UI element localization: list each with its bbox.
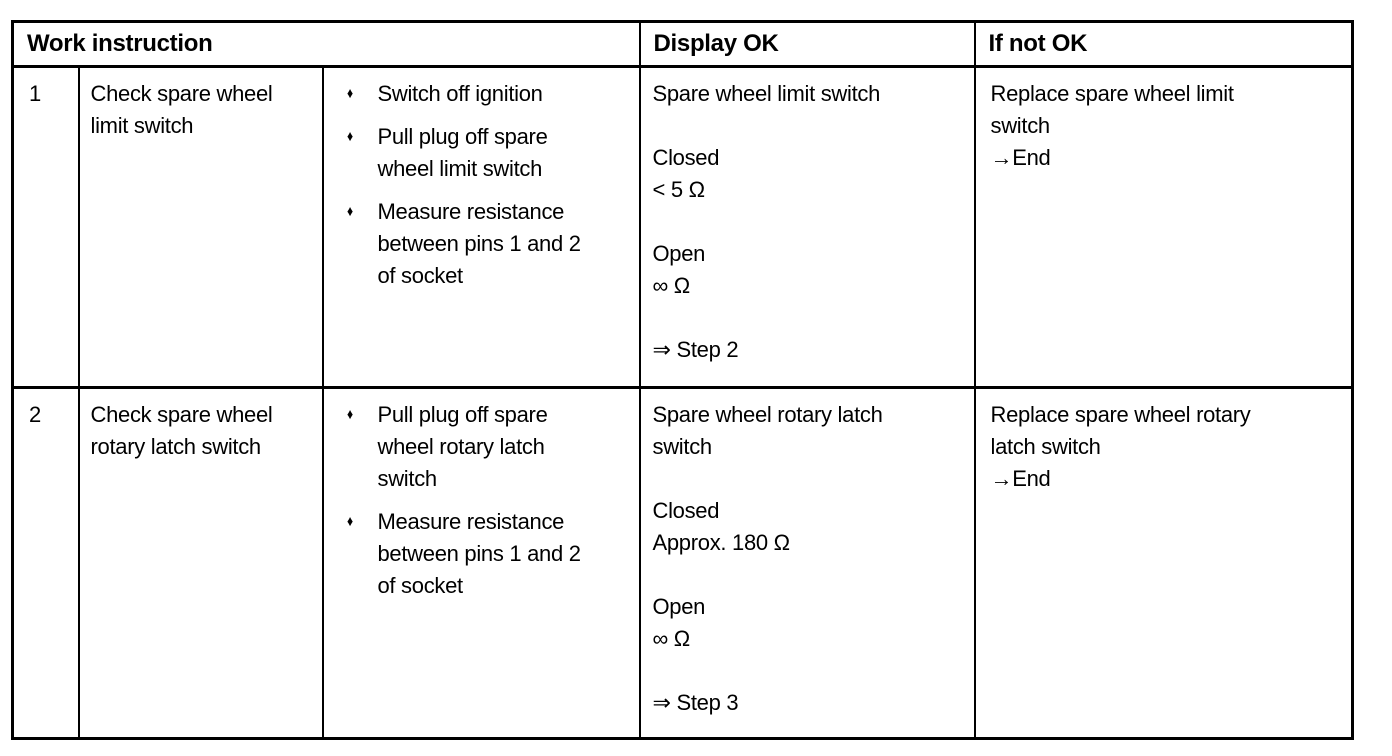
work-steps-cell: ♦ Switch off ignition ♦ Pull plug off sp… xyxy=(321,65,641,389)
table-row-step-2: 2 Check spare wheel rotary latch switch … xyxy=(11,386,1354,740)
step-item: ♦ Measure resistance between pins 1 and … xyxy=(325,196,631,292)
table-row-step-1: 1 Check spare wheel limit switch ♦ Switc… xyxy=(11,65,1354,389)
if-not-ok-cell: Replace spare wheel rotary latch switch … xyxy=(973,386,1354,740)
work-steps-cell: ♦ Pull plug off spare wheel rotary latch… xyxy=(321,386,641,740)
step-text: Pull plug off spare wheel rotary latch s… xyxy=(377,402,548,491)
header-work-instruction: Work instruction xyxy=(11,20,641,68)
bullet-diamond-icon: ♦ xyxy=(346,406,353,423)
step-item: ♦ Pull plug off spare wheel limit switch xyxy=(325,121,631,185)
task-description: Check spare wheel limit switch xyxy=(77,65,324,389)
step-number: 1 xyxy=(11,65,80,389)
if-not-ok-cell: Replace spare wheel limit switch →End xyxy=(973,65,1354,389)
step-text: Switch off ignition xyxy=(377,81,543,106)
step-text: Pull plug off spare wheel limit switch xyxy=(377,124,548,181)
table-header-row: Work instruction Display OK If not OK xyxy=(11,20,1354,68)
step-number: 2 xyxy=(11,386,80,740)
step-item: ♦ Measure resistance between pins 1 and … xyxy=(325,506,631,602)
bullet-diamond-icon: ♦ xyxy=(346,85,353,102)
step-item: ♦ Pull plug off spare wheel rotary latch… xyxy=(325,399,631,495)
step-text: Measure resistance between pins 1 and 2 … xyxy=(377,509,581,598)
work-instruction-table: Work instruction Display OK If not OK 1 … xyxy=(11,20,1354,740)
bullet-diamond-icon: ♦ xyxy=(346,203,353,220)
header-if-not-ok: If not OK xyxy=(973,20,1354,68)
step-item: ♦ Switch off ignition xyxy=(325,78,631,110)
header-display-ok: Display OK xyxy=(638,20,976,68)
task-description: Check spare wheel rotary latch switch xyxy=(77,386,324,740)
display-ok-cell: Spare wheel rotary latch switch Closed A… xyxy=(638,386,976,740)
bullet-diamond-icon: ♦ xyxy=(346,513,353,530)
display-ok-cell: Spare wheel limit switch Closed < 5 Ω Op… xyxy=(638,65,976,389)
step-text: Measure resistance between pins 1 and 2 … xyxy=(377,199,581,288)
bullet-diamond-icon: ♦ xyxy=(346,128,353,145)
